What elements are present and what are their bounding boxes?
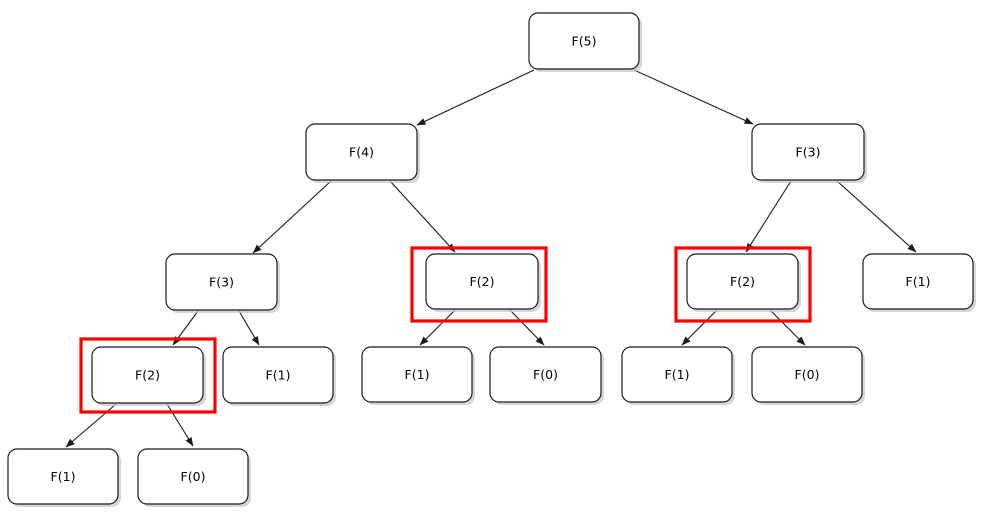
node-box — [137, 448, 249, 505]
tree-node-f2-mid: F(2) — [425, 253, 541, 312]
tree-node-f0-bottom: F(0) — [137, 448, 251, 507]
node-box — [7, 448, 119, 505]
node-box — [425, 253, 539, 310]
edge-f3-right-to-f2-right — [745, 180, 792, 253]
highlight-f2-left — [79, 337, 217, 414]
highlight-f2-mid — [410, 246, 548, 323]
node-label: F(1) — [906, 274, 931, 289]
edge-f2-mid-to-f1-mid — [419, 309, 456, 346]
edge-f5-to-f3-right — [633, 69, 754, 125]
tree-node-f1-mid: F(1) — [361, 346, 475, 405]
nodes-layer: F(5) F(4) F(3) F(3) F(2) F(2) F(1) F(2) F(1) F(1)… — [7, 12, 976, 507]
node-box — [862, 253, 974, 310]
tree-node-f3-right: F(3) — [751, 123, 867, 183]
node-label: F(0) — [181, 469, 206, 484]
tree-node-f3-left: F(3) — [165, 253, 280, 313]
node-label: F(2) — [470, 274, 495, 289]
node-label: F(4) — [349, 145, 374, 160]
node-label: F(2) — [730, 274, 755, 289]
edge-f2-right-to-f1-right — [681, 309, 718, 346]
edge-f2-mid-to-f0-mid — [509, 309, 545, 346]
edge-f5-to-f4 — [416, 69, 535, 126]
node-label: F(1) — [51, 469, 76, 484]
edge-f4-to-f2-mid — [389, 180, 456, 253]
tree-node-f2-left: F(2) — [91, 346, 206, 406]
edge-f2-left-to-f0-bottom — [166, 403, 194, 447]
node-box — [222, 346, 334, 404]
highlight-f2-right — [674, 246, 812, 323]
node-label: F(3) — [209, 275, 234, 290]
highlights-layer — [79, 246, 812, 414]
edge-f2-right-to-f0-right — [769, 309, 806, 346]
tree-node-f1-bottom: F(1) — [7, 448, 121, 507]
node-box — [361, 346, 473, 403]
edges-layer — [65, 69, 917, 448]
node-box — [489, 346, 602, 403]
node-box — [751, 123, 865, 181]
edge-f3-right-to-f1-far-right — [836, 180, 917, 253]
node-box — [91, 346, 204, 404]
node-label: F(3) — [796, 145, 821, 160]
tree-node-f1-far-right: F(1) — [862, 253, 976, 312]
node-label: F(5) — [572, 34, 597, 49]
node-label: F(1) — [266, 368, 291, 383]
tree-node-f2-right: F(2) — [686, 253, 801, 312]
node-label: F(1) — [665, 367, 690, 382]
node-label: F(0) — [795, 367, 820, 382]
edge-f3-left-to-f1-left — [238, 310, 260, 346]
tree-node-f5: F(5) — [528, 12, 642, 72]
node-box — [528, 12, 640, 70]
node-label: F(2) — [135, 368, 160, 383]
node-box — [165, 253, 278, 311]
node-label: F(0) — [533, 367, 558, 382]
node-box — [751, 346, 863, 403]
tree-node-f0-right: F(0) — [751, 346, 865, 405]
node-box — [305, 123, 418, 181]
tree-node-f1-left: F(1) — [222, 346, 336, 406]
tree-node-f1-right: F(1) — [621, 346, 735, 405]
node-box — [686, 253, 799, 310]
tree-node-f4: F(4) — [305, 123, 420, 183]
tree-node-f0-mid: F(0) — [489, 346, 604, 405]
node-box — [621, 346, 733, 403]
edge-f4-to-f3-left — [252, 180, 332, 254]
node-label: F(1) — [405, 367, 430, 382]
